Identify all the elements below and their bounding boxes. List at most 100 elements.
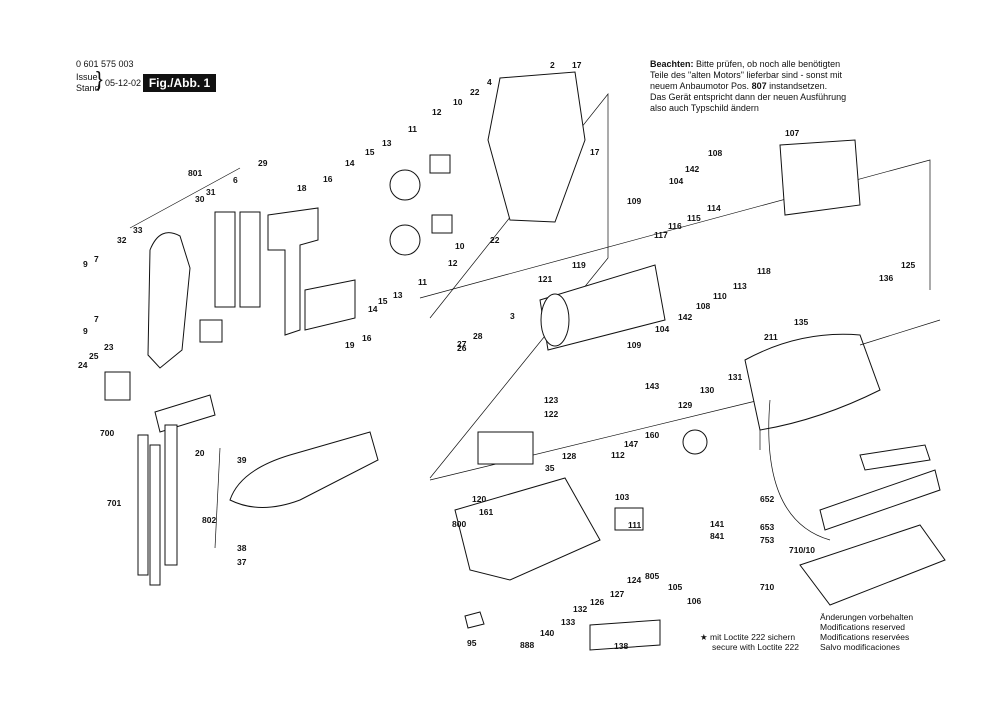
part-label: 14 — [345, 158, 355, 168]
part-label: 22 — [470, 87, 480, 97]
part-label: 24 — [78, 360, 88, 370]
part-label: 15 — [378, 296, 388, 306]
part-label: 143 — [645, 381, 659, 391]
part-label: 133 — [561, 617, 575, 627]
part-label: 142 — [678, 312, 692, 322]
issue-label: Issue — [76, 72, 98, 82]
part-label: 127 — [610, 589, 624, 599]
modifications-en: Modifications reserved — [820, 622, 906, 632]
part-label: 142 — [685, 164, 699, 174]
part-label: 38 — [237, 543, 247, 553]
part-label: 135 — [794, 317, 808, 327]
part-label: 10 — [455, 241, 465, 251]
file-653 — [819, 469, 941, 531]
part-label: 95 — [467, 638, 477, 648]
part-label: 20 — [195, 448, 205, 458]
part-label: 11 — [408, 124, 417, 134]
part-label: 2 — [550, 60, 555, 70]
part-label: 104 — [655, 324, 669, 334]
note-line-4: Das Gerät entspricht dann der neuen Ausf… — [650, 92, 847, 102]
part-label: 14 — [368, 304, 378, 314]
gear-11-upper — [389, 169, 421, 201]
part-label: 4 — [487, 77, 492, 87]
part-label: 160 — [645, 430, 659, 440]
bracket-18 — [267, 207, 319, 336]
part-label: 9 — [83, 259, 88, 269]
housing-shell-33 — [147, 232, 191, 369]
part-label: 10 — [453, 97, 463, 107]
part-label: 710 — [760, 582, 774, 592]
part-label: 118 — [757, 266, 771, 276]
issue-brace: } — [96, 69, 103, 91]
part-label: 111 — [628, 520, 642, 530]
part-label: 17 — [590, 147, 600, 157]
modifications-de: Änderungen vorbehalten — [820, 612, 914, 622]
note-text-1: Bitte prüfen, ob noch alle benötigten — [696, 59, 841, 69]
part-label: 136 — [879, 273, 893, 283]
part-label: 35 — [545, 463, 555, 473]
part-label: 107 — [785, 128, 799, 138]
part-label: 103 — [615, 492, 629, 502]
blade-701a — [137, 434, 149, 576]
part-label: 126 — [590, 597, 604, 607]
part-label: 141 — [710, 519, 724, 529]
part-label: 211 — [764, 332, 778, 342]
guide-bar — [164, 424, 178, 566]
bracket-801 — [129, 167, 241, 229]
note-text-3c: instandsetzen. — [766, 81, 828, 91]
part-label: 9 — [83, 326, 88, 336]
part-label: 12 — [448, 258, 458, 268]
loctite-de: mit Loctite 222 sichern — [710, 632, 796, 642]
part-label: 140 — [540, 628, 554, 638]
part-label: 800 — [452, 519, 466, 529]
gear-housing-2 — [487, 71, 586, 223]
part-label: 109 — [627, 196, 641, 206]
part-label: 652 — [760, 494, 774, 504]
part-label: 701 — [107, 498, 121, 508]
part-label: 30 — [195, 194, 205, 204]
part-label: 116 — [668, 221, 682, 231]
part-label: 119 — [572, 260, 586, 270]
part-label: 700 — [100, 428, 114, 438]
part-label: 16 — [362, 333, 372, 343]
part-label: 19 — [345, 340, 355, 350]
part-label: 114 — [707, 203, 721, 213]
plate-23 — [104, 371, 131, 401]
part-label: 7 — [94, 314, 99, 324]
part-label: 110 — [713, 291, 727, 301]
cord-125 — [859, 319, 941, 346]
part-label: 653 — [760, 522, 774, 532]
part-label: 147 — [624, 439, 638, 449]
part-label: 802 — [202, 515, 216, 525]
label-138 — [589, 619, 661, 651]
part-label: 124 — [627, 575, 641, 585]
part-label: 3 — [510, 311, 515, 321]
note-line-3: neuem Anbaumotor Pos. 807 instandsetzen. — [650, 81, 827, 92]
part-label: 31 — [206, 187, 216, 197]
part-label: 123 — [544, 395, 558, 405]
modifications-es: Salvo modificaciones — [820, 642, 900, 652]
base-bracket — [214, 447, 221, 549]
part-label: 6 — [233, 175, 238, 185]
part-label: 106 — [687, 596, 701, 606]
clip-31 — [199, 319, 223, 343]
part-label: 753 — [760, 535, 774, 545]
part-number: 0 601 575 003 — [76, 59, 134, 69]
fan-121 — [540, 293, 570, 347]
gear-11-lower — [389, 224, 421, 256]
field-107 — [779, 139, 861, 216]
part-label: 17 — [572, 60, 582, 70]
part-label: 108 — [696, 301, 710, 311]
note-pos-807: 807 — [751, 81, 767, 91]
part-label: 121 — [538, 274, 552, 284]
part-label: 13 — [393, 290, 403, 300]
part-label: 18 — [297, 183, 307, 193]
screwdriver-652 — [859, 444, 931, 471]
part-label: 131 — [728, 372, 742, 382]
part-label: 841 — [710, 531, 724, 541]
part-label: 117 — [654, 230, 668, 240]
part-label: 161 — [479, 507, 493, 517]
